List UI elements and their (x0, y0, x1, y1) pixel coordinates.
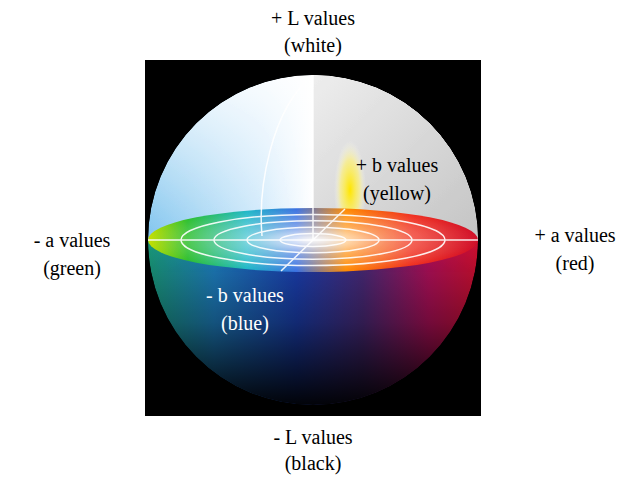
axis-label: - L values (273, 425, 352, 449)
axis-label: + L values (271, 6, 355, 30)
axis-label: - b values (206, 283, 284, 307)
concentric-rings (148, 75, 478, 271)
axis-color: (red) (556, 251, 595, 275)
axis-color: (blue) (221, 311, 269, 335)
axis-label: + b values (356, 153, 438, 177)
axis-color: (yellow) (363, 181, 431, 205)
axis-color: (white) (284, 33, 342, 57)
axis-color: (black) (285, 451, 342, 475)
black-background (145, 60, 481, 416)
axis-color: (green) (43, 256, 101, 280)
axis-label: - a values (34, 228, 111, 252)
upper-hemisphere (148, 75, 478, 240)
axis-label: + a values (534, 223, 615, 247)
